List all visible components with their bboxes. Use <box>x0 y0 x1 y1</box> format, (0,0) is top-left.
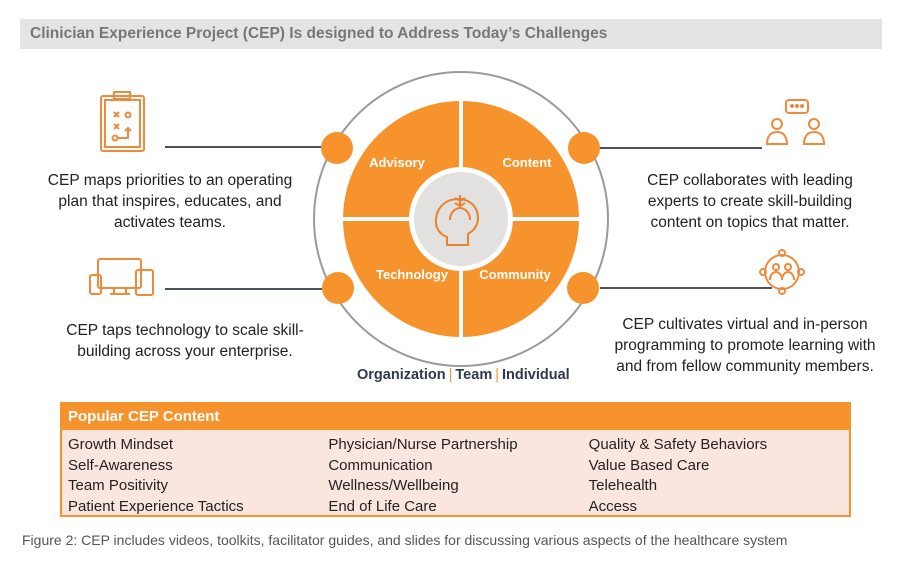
content-item: Self-Awareness <box>68 456 173 474</box>
advisory-description: CEP maps priorities to an operating plan… <box>40 170 300 233</box>
quadrant-technology: Technology <box>376 267 449 282</box>
page-title: Clinician Experience Project (CEP) Is de… <box>30 25 608 42</box>
desc-line: CEP maps priorities to an operating <box>47 172 293 189</box>
desc-line: CEP cultivates virtual and in-person <box>622 316 868 333</box>
collaboration-icon <box>765 99 826 145</box>
quadrant-content: Content <box>502 155 552 170</box>
content-item: Quality & Safety Behaviors <box>588 436 768 453</box>
desc-line: building across your enterprise. <box>77 343 293 360</box>
figure-caption: Figure 2: CEP includes videos, toolkits,… <box>22 532 788 548</box>
popular-content-table: Popular CEP Content Growth Mindset Self-… <box>60 402 851 517</box>
table-header: Popular CEP Content <box>62 404 849 430</box>
content-item: Access <box>588 497 638 515</box>
community-icon <box>759 249 805 295</box>
separator: | <box>495 367 499 383</box>
outer-ring <box>313 71 609 367</box>
title-bar: Clinician Experience Project (CEP) Is de… <box>20 19 882 49</box>
level-individual: Individual <box>502 367 570 383</box>
quadrant-community: Community <box>479 267 551 282</box>
center-circle <box>414 172 508 266</box>
content-item: Growth Mindset <box>68 436 174 453</box>
content-item: Communication <box>328 456 433 474</box>
table-column: Quality & Safety Behaviors Value Based C… <box>589 435 849 517</box>
content-item: Patient Experience Tactics <box>68 497 244 515</box>
table-column: Growth Mindset Self-Awareness Team Posit… <box>68 435 328 517</box>
node-community <box>567 272 599 304</box>
cep-diagram: Advisory Content Technology Community <box>89 71 826 367</box>
level-organization: Organization <box>357 367 446 383</box>
community-description: CEP cultivates virtual and in-person pro… <box>595 314 895 377</box>
desc-line: CEP collaborates with leading <box>647 172 853 189</box>
desc-line: CEP taps technology to scale skill- <box>66 322 304 339</box>
node-advisory <box>321 132 353 164</box>
desc-line: plan that inspires, educates, and <box>58 193 282 210</box>
content-item: Physician/Nurse Partnership <box>328 436 518 453</box>
desc-line: activates teams. <box>114 214 226 231</box>
clipboard-strategy-icon <box>100 91 145 152</box>
head-brain-icon <box>434 195 480 246</box>
levels-label: Organization|Team|Individual <box>357 367 570 383</box>
content-item: Value Based Care <box>588 456 710 474</box>
separator: | <box>448 367 453 383</box>
quadrant-advisory: Advisory <box>369 155 425 170</box>
content-item: Wellness/Wellbeing <box>328 477 459 494</box>
desc-line: programming to promote learning with <box>614 337 876 354</box>
content-item: Telehealth <box>588 477 658 494</box>
level-team: Team <box>455 367 493 383</box>
node-technology <box>322 272 354 304</box>
table-column: Physician/Nurse Partnership Communicatio… <box>328 435 588 517</box>
content-item: End of Life Care <box>328 497 437 515</box>
node-content <box>568 132 600 164</box>
desc-line: experts to create skill-building <box>647 193 853 210</box>
content-description: CEP collaborates with leading experts to… <box>620 170 880 233</box>
desc-line: content on topics that matter. <box>650 214 850 231</box>
technology-description: CEP taps technology to scale skill- buil… <box>55 320 315 362</box>
devices-icon <box>89 258 154 296</box>
desc-line: and from fellow community members. <box>616 358 874 375</box>
content-item: Team Positivity <box>68 477 169 494</box>
